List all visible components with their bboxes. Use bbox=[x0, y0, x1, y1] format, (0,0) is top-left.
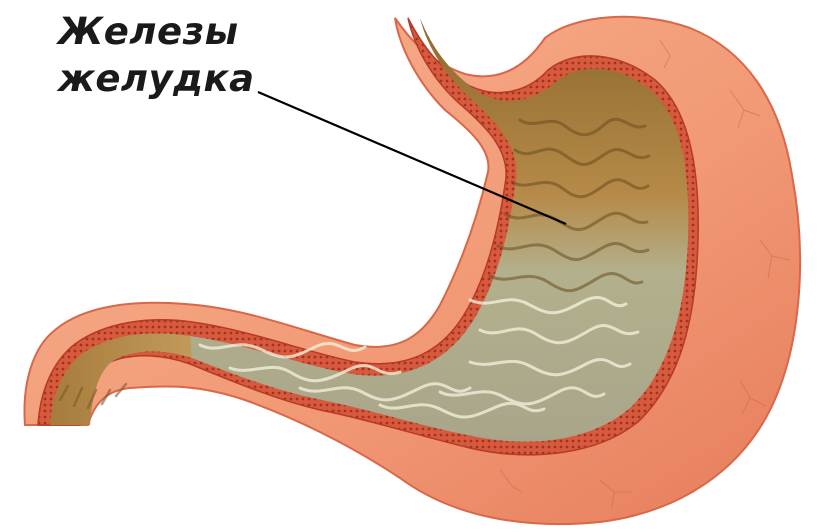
glands-label-line-1: Железы bbox=[58, 13, 239, 50]
glands-label-line-2: желудка bbox=[58, 60, 255, 97]
